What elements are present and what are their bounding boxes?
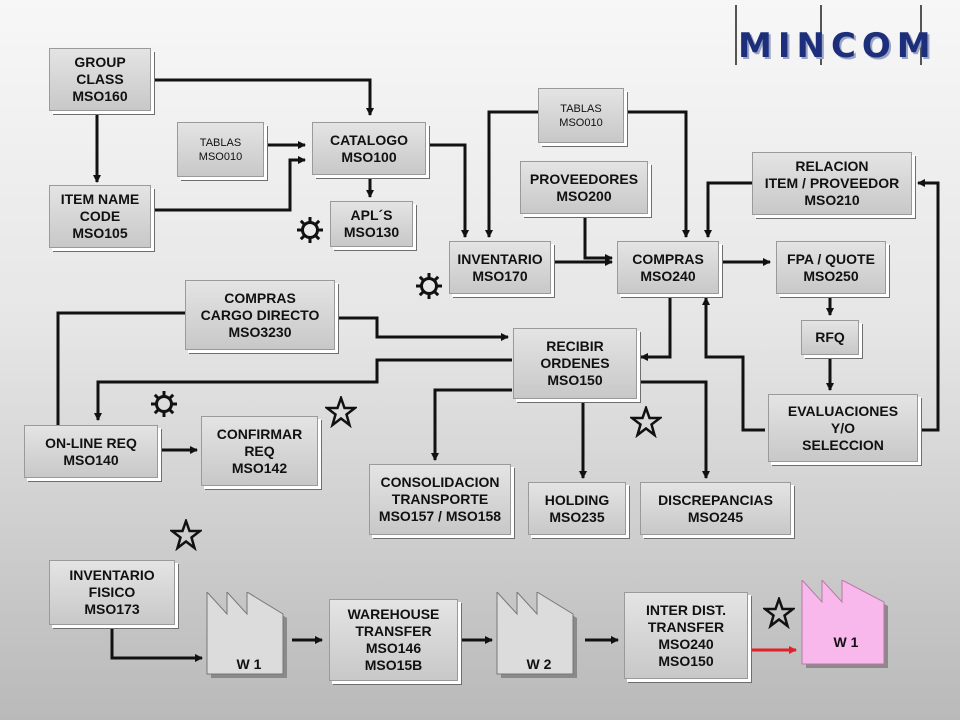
box-recibir-ordenes: RECIBIR ORDENES MSO150 [513,328,637,399]
arrow-invfisico-to-w1 [110,627,203,662]
box-fpa-quote: FPA / QUOTE MSO250 [776,241,886,294]
box-proveedores: PROVEEDORES MSO200 [520,161,648,214]
box-inventario-fisico: INVENTARIO FISICO MSO173 [49,560,175,625]
arrow-proveedores-to-compras [583,218,613,262]
box-tablas-2: TABLAS MSO010 [538,88,624,143]
star-icon [630,406,662,438]
star-icon [325,396,357,428]
sun-icon [297,217,323,243]
arrow-cargo-to-recibir [338,316,509,341]
box-discrepancias: DISCREPANCIAS MSO245 [640,482,791,535]
arrow-evaluaciones-to-relacion [917,179,940,432]
box-rfq: RFQ [801,320,859,355]
star-icon [170,519,202,551]
arrow-group-to-catalogo [155,78,374,116]
box-evaluaciones: EVALUACIONES Y/O SELECCION [768,394,918,462]
box-apls: APL´S MSO130 [330,201,413,247]
sun-icon [416,273,442,299]
box-catalogo: CATALOGO MSO100 [312,122,426,175]
arrow-evaluaciones-to-compras [702,297,765,432]
mincom-logo: MINCOM [735,5,945,66]
box-inventario: INVENTARIO MSO170 [449,241,551,294]
box-group-class: GROUP CLASS MSO160 [49,48,151,111]
logo-bar-right [920,5,922,65]
box-relacion: RELACION ITEM / PROVEEDOR MSO210 [752,152,912,215]
box-item-name-code: ITEM NAME CODE MSO105 [49,185,151,248]
warehouse-w1-target: W 1 [800,580,892,672]
arrow-relacion-to-compras [704,181,752,238]
arrow-recibir-to-consolidacion [431,388,512,461]
box-holding: HOLDING MSO235 [528,482,626,535]
logo-bar-left [735,5,737,65]
warehouse-w2-label: W 2 [526,656,552,672]
box-warehouse-transfer: WAREHOUSE TRANSFER MSO146 MSO15B [329,599,458,681]
box-consolidacion: CONSOLIDACION TRANSPORTE MSO157 / MSO158 [369,464,511,535]
warehouse-w1-target-label: W 1 [833,634,859,650]
logo-text: MINCOM [738,26,937,66]
box-confirmar-req: CONFIRMAR REQ MSO142 [201,416,318,486]
arrow-catalogo-to-inventario [430,143,469,238]
logo-bar-mid [820,5,822,65]
arrow-compras-to-recibir [640,295,672,361]
box-online-req: ON-LINE REQ MSO140 [24,425,158,478]
star-icon [763,597,795,629]
warehouse-w2: W 2 [495,592,583,684]
box-compras: COMPRAS MSO240 [617,241,719,294]
box-tablas-1: TABLAS MSO010 [177,122,264,177]
warehouse-w1-label: W 1 [236,656,262,672]
box-compras-cargo-directo: COMPRAS CARGO DIRECTO MSO3230 [185,280,335,350]
sun-icon [151,391,177,417]
warehouse-w1: W 1 [205,592,293,684]
box-inter-dist-transfer: INTER DIST. TRANSFER MSO240 MSO150 [624,592,748,679]
